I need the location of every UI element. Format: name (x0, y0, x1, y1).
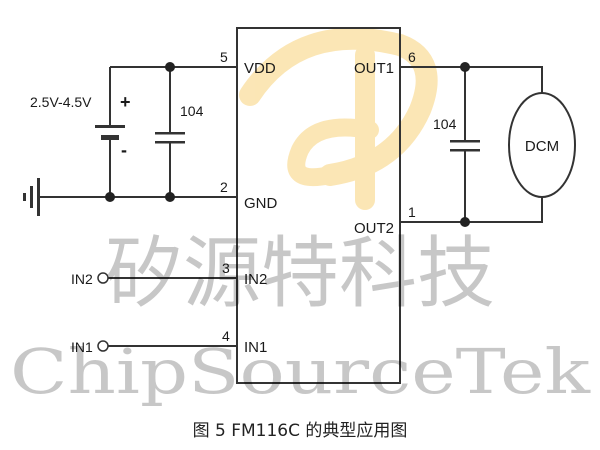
watermark-cn: 矽源特科技 (105, 229, 495, 319)
supply-voltage-label: 2.5V-4.5V (30, 94, 92, 110)
ground-icon (23, 178, 40, 216)
motor-icon (508, 92, 576, 198)
cap2-plate-top (450, 140, 480, 143)
out2-wire (400, 196, 543, 223)
cap2-plate-bottom (450, 149, 480, 152)
battery-plus-label: + (120, 92, 131, 112)
battery-minus-label: - (121, 140, 127, 160)
pin-num-in1: 4 (222, 328, 230, 344)
watermark-logo (239, 27, 438, 210)
pin-name-vdd: VDD (244, 60, 276, 77)
cap1-plate-top (155, 132, 185, 135)
pin-name-out1: OUT1 (354, 60, 394, 77)
ic-body (236, 27, 401, 384)
pin-name-gnd: GND (244, 195, 278, 212)
input-label-in2: IN2 (71, 271, 93, 287)
pin-num-in2: 3 (222, 260, 230, 276)
motor-label: DCM (525, 138, 559, 155)
battery-short-plate (101, 135, 119, 140)
battery-long-plate (95, 125, 125, 128)
pin-num-out2: 1 (408, 204, 416, 220)
pin-num-vdd: 5 (220, 49, 228, 65)
out1-wire (400, 66, 543, 93)
pin-num-out1: 6 (408, 49, 416, 65)
pin-name-out2: OUT2 (354, 220, 394, 237)
figure-caption: 图 5 FM116C 的典型应用图 (192, 421, 408, 441)
cap1-value-label: 104 (180, 103, 204, 119)
pin-name-in2: IN2 (244, 271, 267, 288)
in2-terminal (97, 272, 109, 284)
cap1-plate-bottom (155, 141, 185, 144)
cap2-value-label: 104 (433, 116, 457, 132)
input-label-in1: IN1 (71, 339, 93, 355)
in1-terminal (97, 340, 109, 352)
pin-name-in1: IN1 (244, 339, 267, 356)
junctions (105, 62, 470, 227)
pin-num-gnd: 2 (220, 179, 228, 195)
watermark-en: ChipSourceTek (10, 335, 591, 408)
